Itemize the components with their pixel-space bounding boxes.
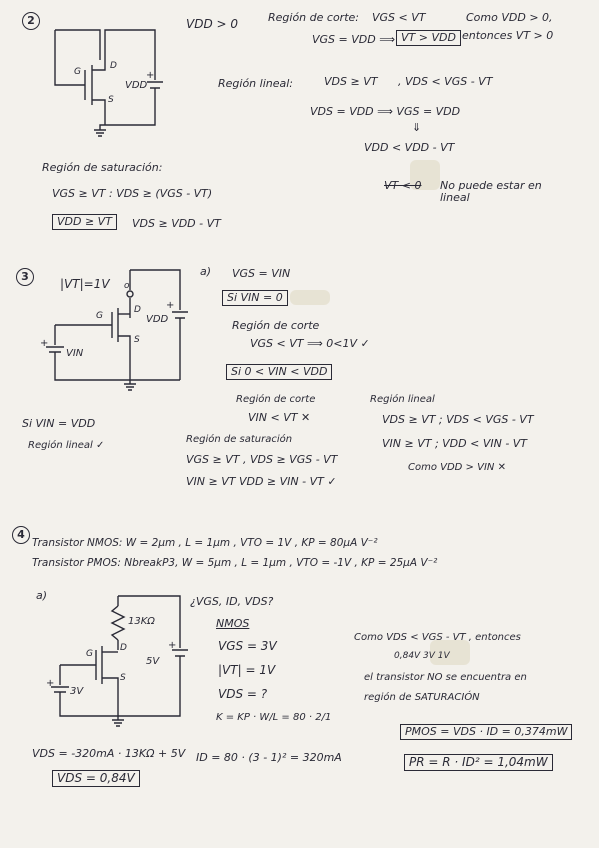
p3-label-o: o — [124, 281, 130, 291]
p2-label-g: G — [74, 67, 81, 77]
p4-label-d: D — [120, 643, 127, 653]
p3-cutoff-title: Región de corte — [232, 319, 320, 332]
p2-sat-title: Región de saturación: — [42, 161, 163, 174]
p4-label-g: G — [86, 649, 93, 659]
p4-k: K = KP · W/L = 80 · 2/1 — [216, 712, 332, 723]
p3-vgs: VGS = VIN — [232, 267, 291, 280]
p4-id: ID = 80 · (3 - 1)² = 320mA — [196, 751, 342, 764]
p4-trans2: región de SATURACIÓN — [364, 692, 480, 703]
p2-label-plus: + — [146, 70, 155, 81]
p4-vds-box: VDS = 0,84V — [52, 770, 140, 788]
p3-sat-title: Región de saturación — [186, 434, 293, 445]
p2-cutoff-title: Región de corte: — [268, 11, 359, 24]
p2-note2: entonces VT > 0 — [462, 29, 554, 42]
p3-vt: |VT|=1V — [60, 277, 110, 291]
problem-2-number: 2 — [22, 12, 40, 30]
p4-label-s: S — [120, 673, 126, 683]
p4-como: Como VDS < VGS - VT , entonces — [354, 632, 521, 643]
p2-sat-cond: VGS ≥ VT : VDS ≥ (VGS - VT) — [52, 187, 213, 200]
p4-nmos: NMOS — [216, 617, 250, 630]
p2-sat-cond2: VDS ≥ VDD - VT — [132, 217, 221, 230]
p2-linear-result2: VT < 0 — [384, 179, 422, 192]
p3-sat-c1: VGS ≥ VT , VDS ≥ VGS - VT — [186, 453, 338, 466]
p4-vt: |VT| = 1V — [218, 663, 276, 677]
p4-label-5v: 5V — [146, 656, 160, 667]
p2-cutoff-cond: VGS < VT — [372, 11, 426, 24]
p2-cutoff-box: VT > VDD — [396, 30, 461, 47]
p4-t2: Transistor PMOS: NbreakP3, W = 5μm , L =… — [32, 557, 438, 569]
p4-question: ¿VGS, ID, VDS? — [190, 595, 274, 608]
p2-label-d: D — [110, 61, 117, 71]
p3-label-g: G — [96, 311, 103, 321]
p3-label-plus2: + — [40, 338, 49, 349]
p3-cutoff2-cond: VIN < VT ✕ — [248, 411, 311, 424]
p4-label-plus2: + — [46, 678, 55, 689]
p4-part-a: a) — [36, 589, 48, 602]
p3-label-s: S — [134, 335, 140, 345]
p4-como-vals: 0,84V 3V 1V — [394, 651, 450, 661]
p3-label-plus1: + — [166, 300, 175, 311]
p2-arrow: ⇓ — [412, 121, 422, 134]
p2-linear-title: Región lineal: — [218, 77, 294, 90]
p3-label-vdd: VDD — [146, 314, 169, 325]
p2-cutoff-sub: VGS = VDD ⟹ — [312, 33, 395, 46]
p2-linear-result: VDD < VDD - VT — [364, 141, 455, 154]
p3-sat-c2: VIN ≥ VT VDD ≥ VIN - VT ✓ — [186, 475, 337, 488]
p4-trans1: el transistor NO se encuentra en — [364, 672, 527, 683]
p3-cutoff2-title: Región de corte — [236, 394, 316, 405]
p2-label-vdd: VDD — [125, 80, 148, 91]
p2-linear-c2: , VDS < VGS - VT — [398, 75, 493, 88]
p4-label-plus1: + — [168, 640, 177, 651]
p3-label-vin: VIN — [66, 348, 84, 359]
p3-linear-c1: VDS ≥ VT ; VDS < VGS - VT — [382, 413, 534, 426]
p2-vdd-cond: VDD > 0 — [186, 17, 239, 31]
p2-sat-box: VDD ≥ VT — [52, 214, 117, 231]
p2-label-s: S — [108, 95, 114, 105]
p3-vin-vdd: Si VIN = VDD — [22, 417, 96, 430]
p3-part-a: a) — [200, 265, 212, 278]
p4-vds: VDS = ? — [218, 687, 268, 701]
p3-linear-c2: VIN ≥ VT ; VDD < VIN - VT — [382, 437, 528, 450]
problem-3-number: 3 — [16, 268, 34, 286]
p4-vgs: VGS = 3V — [218, 639, 277, 653]
p3-label-d: D — [134, 305, 141, 315]
p3-box2: Si 0 < VIN < VDD — [226, 364, 333, 381]
p4-r-power: PR = R · ID² = 1,04mW — [404, 754, 553, 772]
problem-4-number: 4 — [12, 526, 30, 544]
p2-linear-sub: VDS = VDD ⟹ VGS = VDD — [310, 105, 461, 118]
p4-label-3v: 3V — [70, 686, 84, 697]
p4-pmos-power: PMOS = VDS · ID = 0,374mW — [400, 724, 573, 741]
p3-box1: Si VIN = 0 — [222, 290, 288, 307]
p4-t1: Transistor NMOS: W = 2μm , L = 1μm , VTO… — [32, 537, 378, 549]
p3-vin-vdd-res: Región lineal ✓ — [28, 440, 105, 451]
p2-linear-note: No puede estar en lineal — [440, 179, 542, 205]
p4-label-r: 13KΩ — [128, 616, 155, 627]
p4-vds-calc: VDS = -320mA · 13KΩ + 5V — [32, 747, 186, 760]
p2-linear-c1: VDS ≥ VT — [324, 75, 378, 88]
p3-linear-note: Como VDD > VIN ✕ — [408, 462, 506, 473]
p3-cutoff-cond: VGS < VT ⟹ 0<1V ✓ — [250, 337, 370, 350]
p3-linear-title: Región lineal — [370, 394, 435, 405]
p2-note1: Como VDD > 0, — [466, 11, 553, 24]
